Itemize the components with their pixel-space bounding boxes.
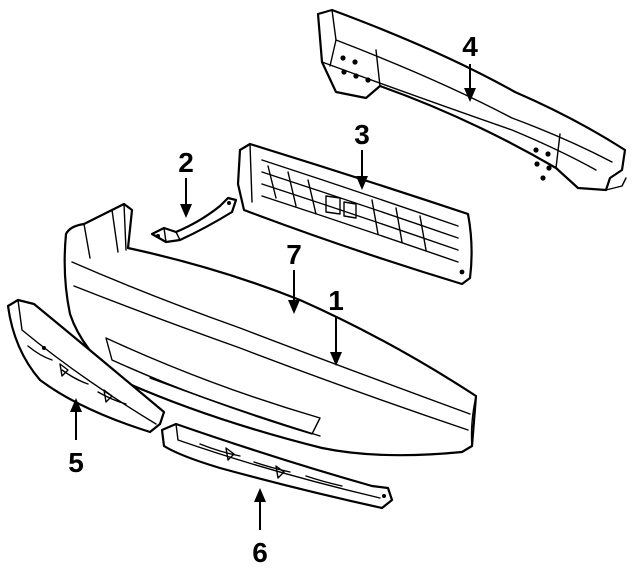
arrowhead-1 — [330, 352, 342, 366]
part-6-lower-valance — [160, 422, 394, 510]
arrowhead-5 — [70, 398, 82, 412]
callout-7: 7 — [286, 239, 302, 270]
callout-4: 4 — [462, 31, 478, 62]
arrowhead-3 — [356, 176, 368, 190]
part-5-lower-valance — [6, 298, 166, 434]
arrowhead-2 — [180, 204, 192, 218]
arrowhead-7 — [288, 300, 300, 314]
callout-2: 2 — [178, 147, 194, 178]
arrowhead-6 — [254, 488, 266, 502]
callout-5: 5 — [68, 447, 84, 478]
callout-6: 6 — [252, 537, 268, 568]
callout-1: 1 — [328, 285, 344, 316]
part-4-reinforcement-bar — [316, 8, 627, 192]
callout-3: 3 — [354, 119, 370, 150]
part-1-bumper-cover — [63, 202, 478, 457]
arrowhead-4 — [464, 88, 476, 102]
part-3-grille-absorber — [236, 142, 473, 286]
part-2-bracket — [150, 196, 238, 244]
leader-arrows — [70, 64, 476, 530]
